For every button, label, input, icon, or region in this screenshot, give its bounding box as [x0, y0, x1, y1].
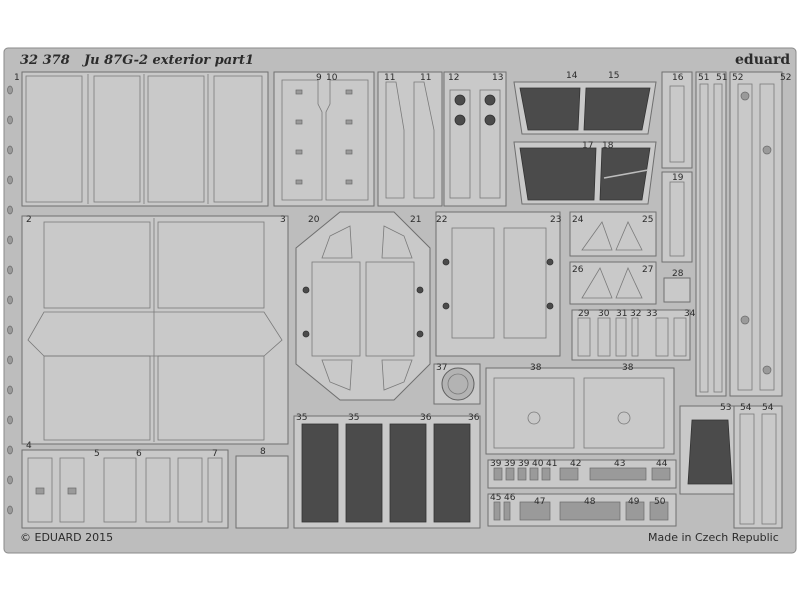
part-number: 39	[504, 459, 516, 469]
frame-holes-left	[7, 85, 13, 515]
part-54-strips	[733, 405, 783, 529]
part-number: 8	[260, 447, 266, 457]
part-number: 38	[622, 363, 634, 373]
part-number: 32	[630, 309, 641, 319]
part-number: 12	[448, 73, 459, 83]
part-17-18-canopy-frames	[513, 141, 657, 205]
part-number: 53	[720, 403, 731, 413]
part-number: 1	[14, 73, 20, 83]
part-number: 51	[716, 73, 727, 83]
part-number: 4	[26, 441, 32, 451]
part-39-44-row	[487, 459, 677, 489]
part-number: 48	[584, 497, 596, 507]
part-14-15-canopy-frames	[513, 81, 657, 135]
part-number: 52	[732, 73, 743, 83]
part-number: 39	[518, 459, 530, 469]
part-number: 41	[546, 459, 557, 469]
part-number: 14	[566, 71, 578, 81]
part-52-long-strip	[729, 71, 783, 397]
part-number: 27	[642, 265, 653, 275]
part-number: 49	[628, 497, 640, 507]
fret-title: Ju 87G-2 exterior part1	[81, 53, 254, 68]
part-number: 39	[490, 459, 502, 469]
part-38-panels	[485, 367, 675, 455]
part-number: 31	[616, 309, 627, 319]
part-number: 9	[316, 73, 322, 83]
part-number: 38	[530, 363, 542, 373]
part-number: 30	[598, 309, 610, 319]
part-number: 11	[384, 73, 395, 83]
part-37-disc	[433, 363, 481, 405]
part-number: 37	[436, 363, 447, 373]
part-number: 29	[578, 309, 590, 319]
part-number: 7	[212, 449, 218, 459]
part-number: 40	[532, 459, 544, 469]
part-number: 28	[672, 269, 684, 279]
part-number: 3	[280, 215, 286, 225]
part-number: 34	[684, 309, 696, 319]
part-28-small-bits	[663, 277, 691, 303]
part-number: 20	[308, 215, 320, 225]
part-number: 5	[94, 449, 100, 459]
part-number: 36	[468, 413, 480, 423]
part-9-10-strips	[273, 71, 375, 207]
part-number: 54	[740, 403, 752, 413]
part-number: 2	[26, 215, 32, 225]
part-12-13-panels	[443, 71, 507, 207]
part-number: 50	[654, 497, 666, 507]
part-number: 35	[348, 413, 359, 423]
part-4-8-bottom	[21, 449, 229, 529]
part-number: 23	[550, 215, 561, 225]
part-29-34-bits	[571, 309, 691, 361]
part-number: 6	[136, 449, 142, 459]
part-11-slats	[377, 71, 443, 207]
part-16-strip	[661, 71, 693, 169]
origin-text: Made in Czech Republic	[648, 531, 779, 544]
part-22-23-hatches	[435, 211, 561, 357]
part-number: 25	[642, 215, 653, 225]
part-number: 51	[698, 73, 709, 83]
part-24-25-triangles	[569, 211, 657, 257]
part-number: 16	[672, 73, 684, 83]
part-20-21-octagon	[295, 211, 431, 401]
part-35-36-grilles	[293, 415, 481, 529]
part-53-grille	[679, 405, 741, 495]
part-number: 43	[614, 459, 625, 469]
part-number: 47	[534, 497, 545, 507]
part-2-3-dive-brake	[21, 215, 289, 445]
part-number: 11	[420, 73, 431, 83]
part-number: 13	[492, 73, 503, 83]
part-number: 15	[608, 71, 619, 81]
part-51-long-strips	[695, 71, 727, 397]
part-26-27-triangles	[569, 261, 657, 305]
part-number: 18	[602, 141, 614, 151]
part-number: 26	[572, 265, 584, 275]
part-19-strip	[661, 171, 693, 263]
part-number: 54	[762, 403, 774, 413]
part-number: 24	[572, 215, 584, 225]
part-number-labels: 1 2 3 4 5 6 7 8 9 10 11 11 12 13 14 15 1…	[14, 71, 791, 507]
part-8-small-grid	[235, 455, 289, 529]
part-45-50-row	[487, 493, 677, 527]
brand-logo: eduard	[735, 52, 790, 68]
part-number: 35	[296, 413, 307, 423]
part-number: 44	[656, 459, 668, 469]
part-number: 17	[582, 141, 593, 151]
part-number: 45	[490, 493, 501, 503]
part-number: 46	[504, 493, 516, 503]
part-number: 36	[420, 413, 432, 423]
part-number: 33	[646, 309, 657, 319]
part-number: 10	[326, 73, 338, 83]
part-number: 21	[410, 215, 421, 225]
catalog-number: 32 378	[20, 53, 70, 68]
part-number: 52	[780, 73, 791, 83]
copyright-text: © EDUARD 2015	[20, 531, 113, 544]
part-1-flap-panel	[21, 71, 269, 207]
part-number: 22	[436, 215, 447, 225]
part-number: 19	[672, 173, 684, 183]
part-number: 42	[570, 459, 581, 469]
